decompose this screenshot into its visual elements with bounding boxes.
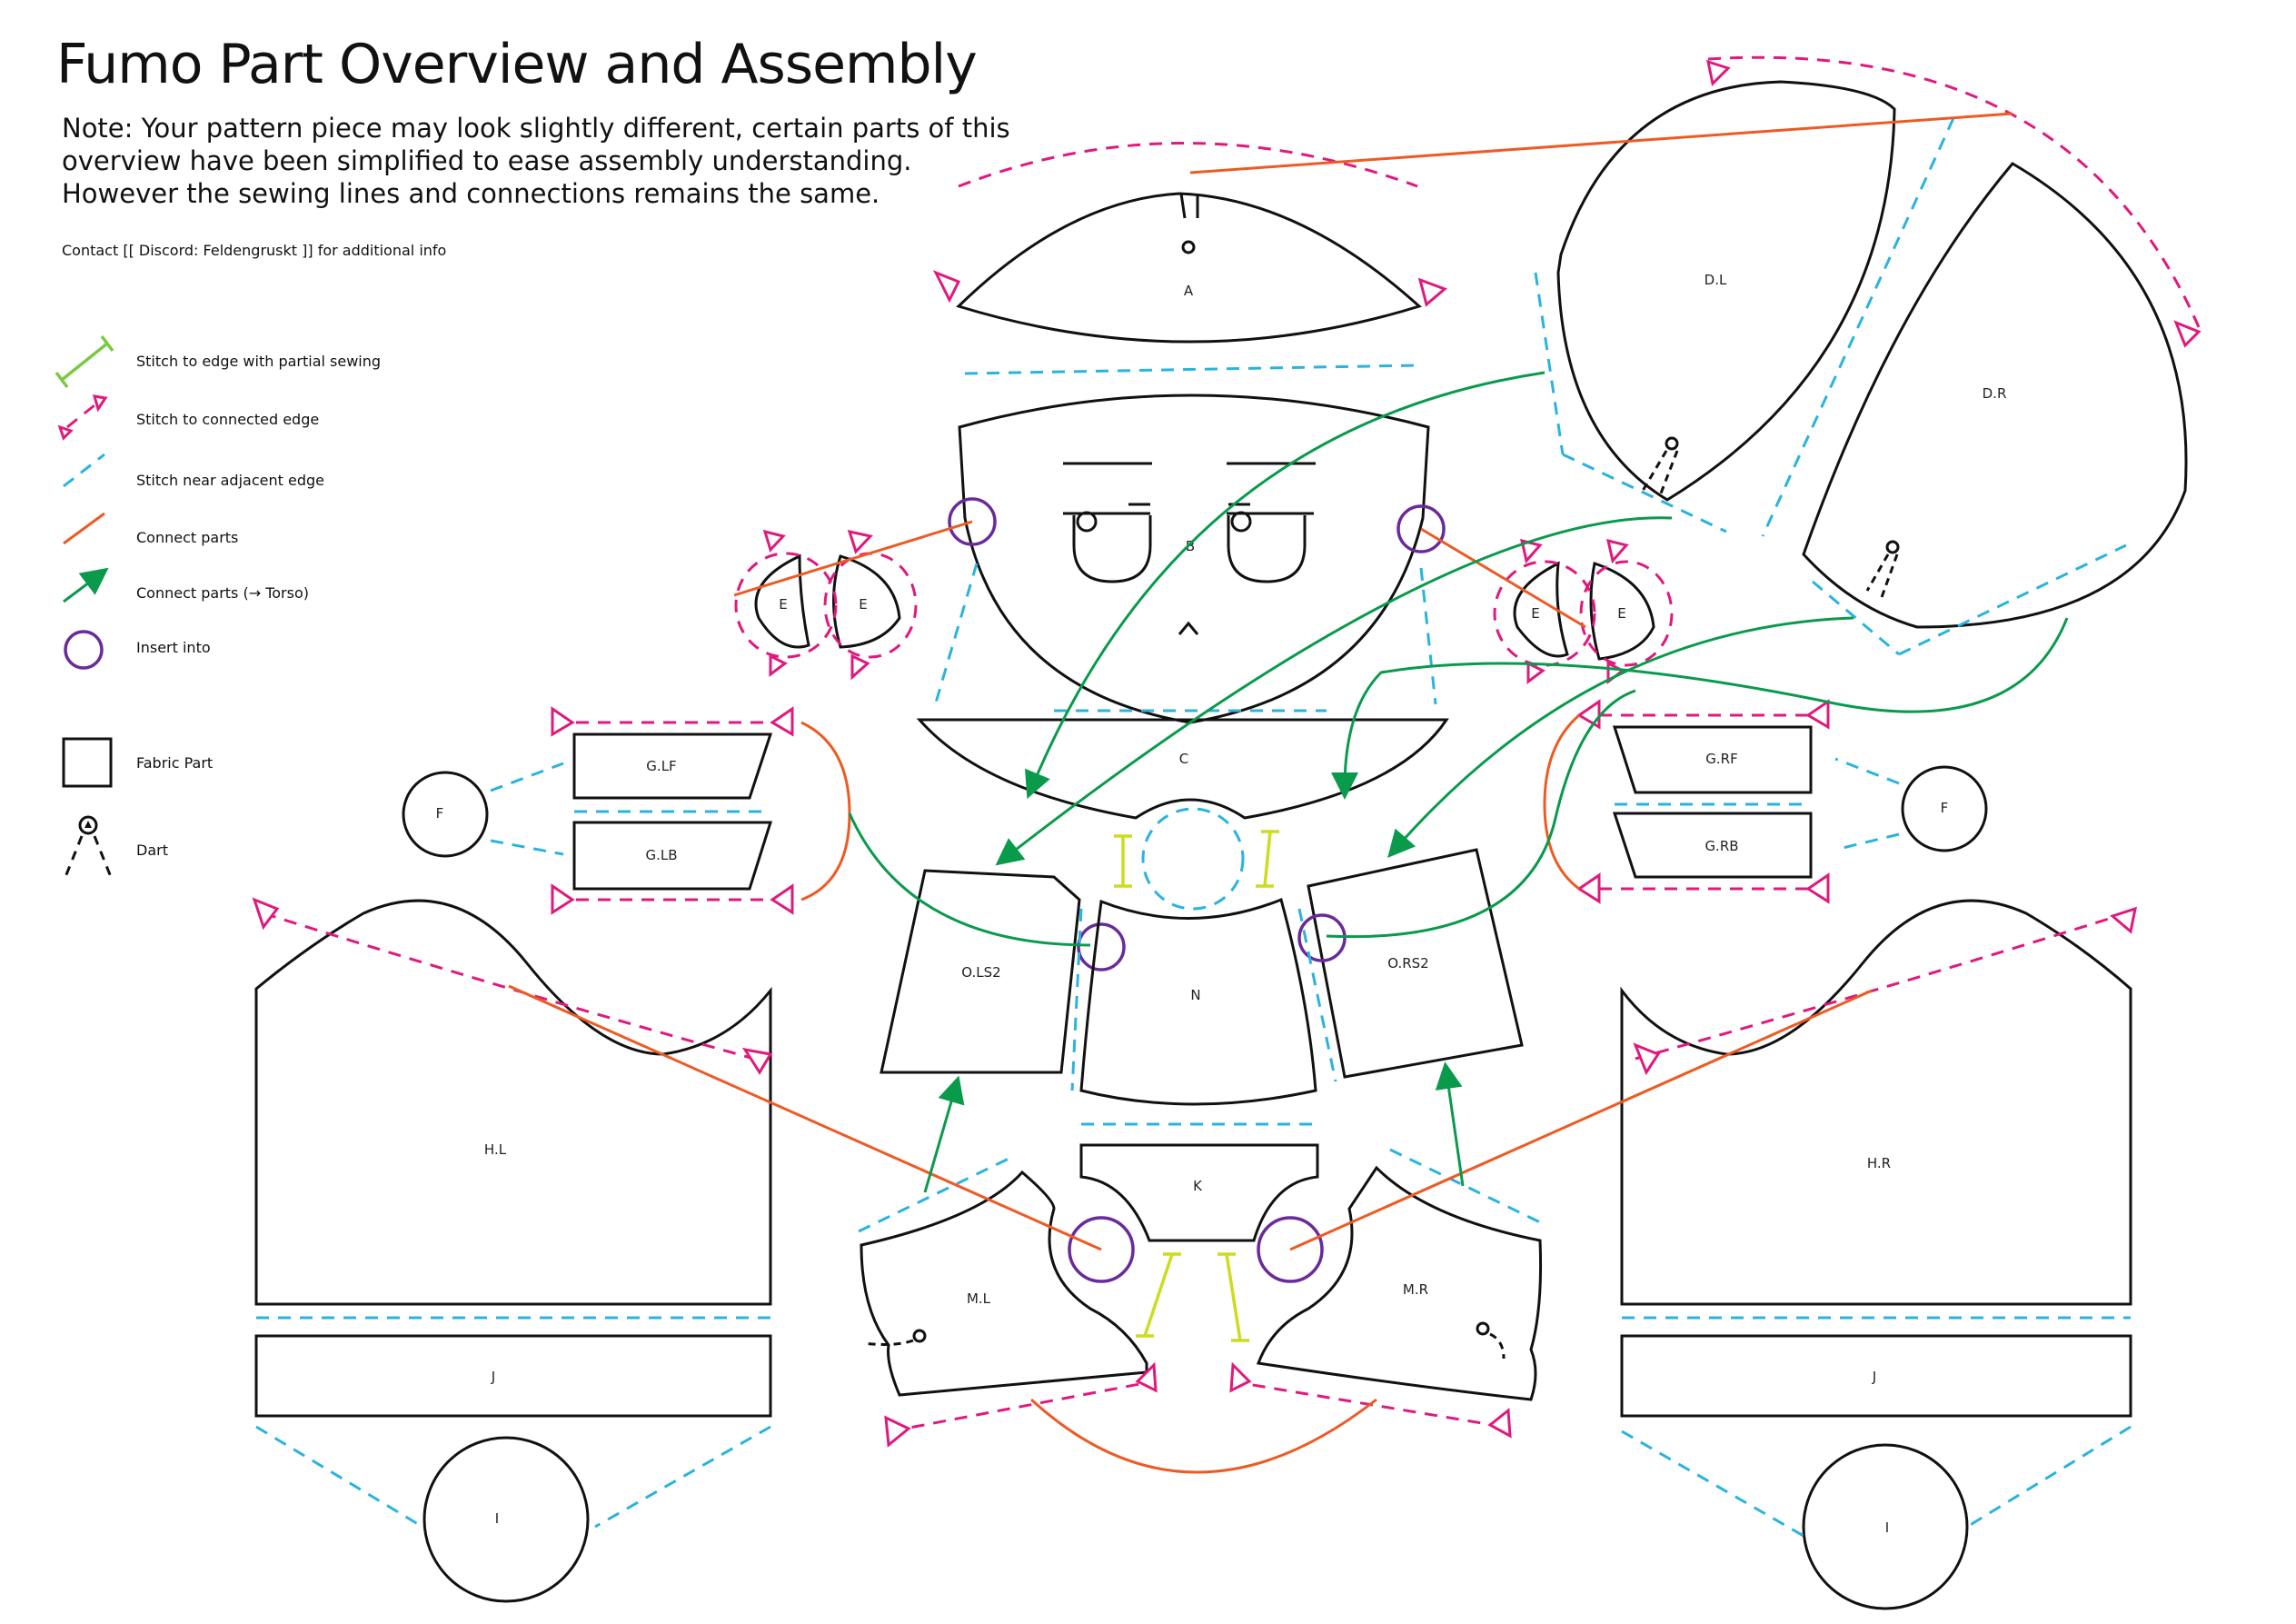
part-i-right: I — [1621, 1425, 2132, 1610]
part-c: C — [916, 709, 1449, 820]
part-label-i-left: I — [495, 1510, 499, 1527]
part-label-ols2: O.LS2 — [961, 964, 1000, 981]
legend-label-adjacent-edge: Stitch near adjacent edge — [136, 472, 324, 489]
part-j-right: J — [1620, 1334, 2132, 1418]
insert-circle-icon — [64, 630, 104, 670]
part-label-grf: G.RF — [1705, 751, 1737, 767]
part-f-right: F — [1834, 757, 1988, 852]
legend-label-torso-arrow: Connect parts (→ Torso) — [136, 584, 309, 602]
part-grb: G.RB — [1576, 812, 1830, 904]
adjacent-edge-icon — [63, 453, 105, 488]
part-label-hl: H.L — [484, 1141, 507, 1158]
part-n: N — [1079, 897, 1317, 1106]
part-ols2: O.LS2 — [880, 869, 1126, 1091]
part-b: B — [932, 394, 1446, 724]
part-label-f-right: F — [1941, 800, 1949, 816]
legend-label-insert-into: Insert into — [136, 639, 211, 656]
part-hr: H.R — [1620, 899, 2137, 1320]
torso-arrow-icon — [63, 567, 109, 603]
part-label-hr: H.R — [1867, 1155, 1891, 1171]
dart-icon — [64, 815, 113, 878]
legend-label-connect-parts: Connect parts — [136, 529, 239, 546]
part-e-right: E E — [1420, 527, 1674, 684]
contact-info: Contact [[ Discord: Feldengruskt ]] for … — [62, 242, 447, 259]
legend-label-fabric-part: Fabric Part — [136, 754, 214, 772]
part-label-ors2: O.RS2 — [1387, 955, 1428, 971]
part-label-dl: D.L — [1705, 272, 1727, 288]
note-line-2: overview have been simplified to ease as… — [62, 145, 912, 176]
part-mr: M.R — [1218, 1148, 1543, 1401]
connected-edge-icon — [57, 394, 108, 441]
part-i-left: I — [255, 1425, 771, 1603]
connect-h-left — [508, 984, 1102, 1251]
part-ml: M.L — [858, 1157, 1181, 1397]
part-label-j-left: J — [491, 1369, 495, 1385]
part-e-left: E E — [733, 520, 973, 681]
connect-h-right — [1289, 989, 1873, 1251]
connect-m-bottom — [884, 1361, 1512, 1474]
part-f-left: F — [402, 762, 564, 858]
partial-sewing-icon — [55, 334, 114, 389]
part-ors2: O.RS2 — [1297, 848, 1524, 1082]
part-label-b: B — [1186, 538, 1195, 554]
torso-connectors — [848, 371, 2069, 1193]
part-label-e-4: E — [1617, 605, 1625, 622]
part-label-e-3: E — [1531, 605, 1539, 622]
part-a: A — [932, 142, 1447, 375]
part-label-a: A — [1184, 283, 1194, 299]
legend-label-connected-edge: Stitch to connected edge — [136, 411, 320, 428]
note-line-3: However the sewing lines and connections… — [62, 178, 880, 209]
part-grf: G.RF — [1576, 699, 1830, 794]
connect-a-d — [1189, 112, 2013, 174]
legend-label-partial-sewing: Stitch to edge with partial sewing — [136, 353, 382, 370]
neck-ring — [1114, 807, 1279, 911]
part-label-dr: D.R — [1983, 385, 2007, 402]
part-label-ml: M.L — [967, 1290, 991, 1307]
note-line-1: Note: Your pattern piece may look slight… — [62, 113, 1010, 144]
part-label-n: N — [1190, 987, 1200, 1003]
fabric-part-icon — [62, 737, 113, 788]
part-j-left: J — [254, 1334, 772, 1418]
connect-line-icon — [63, 512, 105, 545]
part-label-grb: G.RB — [1705, 838, 1738, 854]
part-dl: D.L — [1534, 80, 1955, 537]
part-label-c: C — [1179, 751, 1188, 767]
connect-g-right — [1543, 713, 1580, 891]
part-hl: H.L — [252, 897, 773, 1320]
part-label-f-left: F — [436, 805, 444, 822]
part-glb: G.LB — [551, 821, 794, 915]
part-label-e-1: E — [779, 596, 787, 613]
page-title: Fumo Part Overview and Assembly — [56, 33, 978, 96]
part-label-e-2: E — [859, 596, 867, 613]
legend-label-dart: Dart — [136, 842, 168, 859]
part-k: K — [1079, 1122, 1319, 1242]
part-label-mr: M.R — [1403, 1281, 1428, 1298]
part-label-i-right: I — [1885, 1519, 1889, 1536]
part-label-j-right: J — [1872, 1369, 1876, 1385]
part-dr: D.R — [1706, 55, 2202, 656]
part-glf: G.LF — [551, 706, 794, 800]
part-label-glb: G.LB — [645, 847, 677, 863]
part-label-glf: G.LF — [646, 758, 676, 774]
part-label-k: K — [1193, 1178, 1203, 1194]
connect-g-left — [800, 721, 851, 902]
